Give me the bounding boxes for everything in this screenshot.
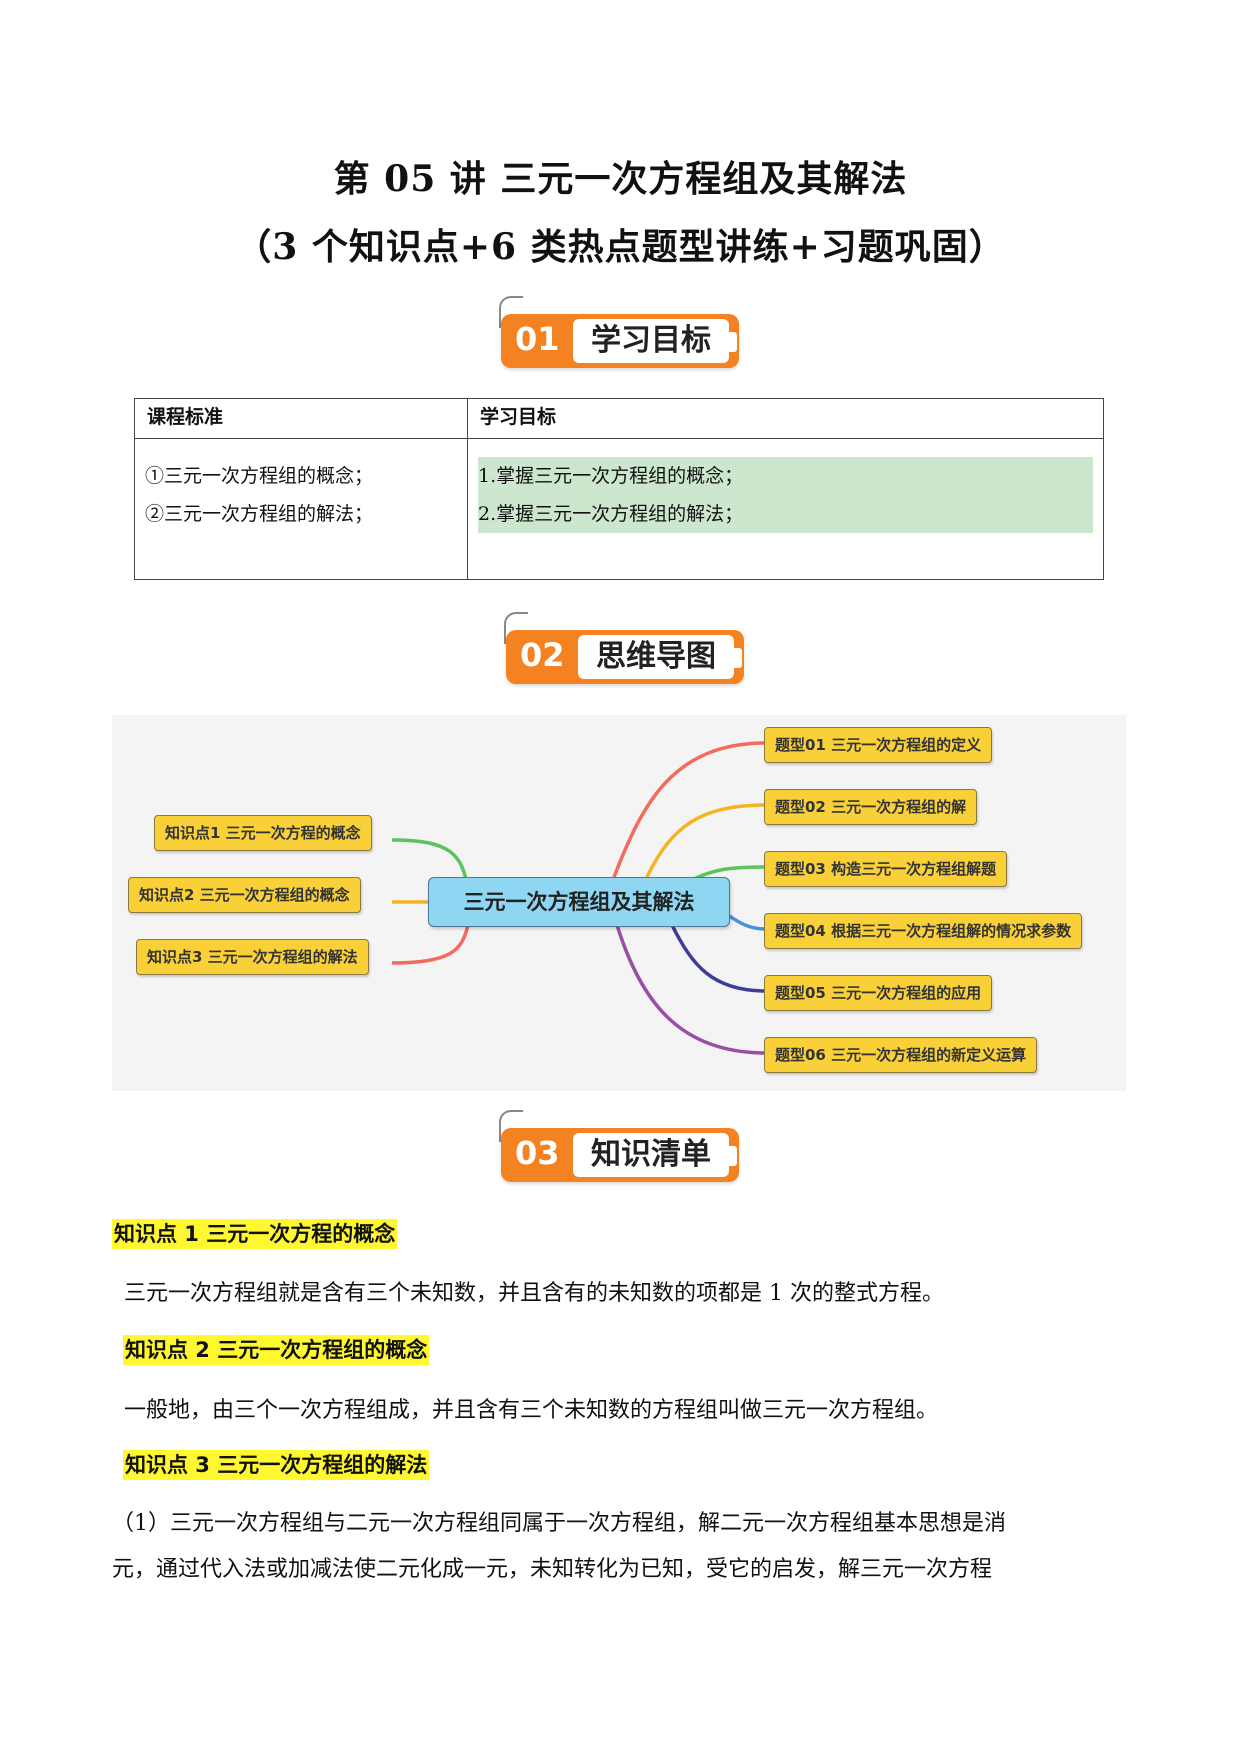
goals-table: 课程标准 学习目标 ①三元一次方程组的概念； ②三元一次方程组的解法； 1.掌握… — [134, 398, 1104, 580]
mindmap-type-05: 题型05 三元一次方程组的应用 — [764, 975, 993, 1011]
section-label: 学习目标 — [573, 319, 729, 363]
mindmap-type-06: 题型06 三元一次方程组的新定义运算 — [764, 1037, 1038, 1073]
section-badge-03: 03 知识清单 — [499, 1110, 749, 1182]
knowledge-text-2: 一般地，由三个一次方程组成，并且含有三个未知数的方程组叫做三元一次方程组。 — [124, 1398, 939, 1423]
section-label: 思维导图 — [578, 635, 734, 679]
section-badge-02: 02 思维导图 — [504, 612, 754, 684]
mindmap-knowledge-2: 知识点2 三元一次方程组的概念 — [128, 877, 361, 913]
knowledge-text-1: 三元一次方程组就是含有三个未知数，并且含有的未知数的项都是 1 次的整式方程。 — [124, 1281, 944, 1306]
mindmap-type-03: 题型03 构造三元一次方程组解题 — [764, 851, 1008, 887]
mindmap-type-04: 题型04 根据三元一次方程组解的情况求参数 — [764, 913, 1083, 949]
section-number: 01 — [515, 320, 560, 358]
mindmap-type-02: 题型02 三元一次方程组的解 — [764, 789, 978, 825]
page-title: 第 05 讲 三元一次方程组及其解法 — [333, 158, 908, 200]
curl-icon — [499, 1110, 523, 1142]
section-label: 知识清单 — [573, 1133, 729, 1177]
mind-map: 知识点1 三元一次方程的概念 知识点2 三元一次方程组的概念 知识点3 三元一次… — [112, 715, 1126, 1091]
knowledge-text-3-line-1: （1）三元一次方程组与二元一次方程组同属于一次方程组，解二元一次方程组基本思想是… — [112, 1511, 1007, 1536]
curl-icon — [504, 612, 528, 644]
table-header-objective: 学习目标 — [467, 398, 1104, 439]
standard-item: ①三元一次方程组的概念； — [145, 465, 374, 487]
knowledge-heading-3: 知识点 3 三元一次方程组的解法 — [123, 1450, 430, 1480]
mindmap-type-01: 题型01 三元一次方程组的定义 — [764, 727, 993, 763]
objectives-cell: 1.掌握三元一次方程组的概念； 2.掌握三元一次方程组的解法； — [467, 438, 1104, 580]
mindmap-knowledge-3: 知识点3 三元一次方程组的解法 — [136, 939, 369, 975]
section-badge-01: 01 学习目标 — [499, 296, 749, 368]
standards-cell: ①三元一次方程组的概念； ②三元一次方程组的解法； — [134, 438, 468, 580]
curl-icon — [499, 296, 523, 328]
knowledge-heading-1: 知识点 1 三元一次方程的概念 — [112, 1219, 398, 1249]
standard-item: ②三元一次方程组的解法； — [145, 503, 374, 525]
section-number: 02 — [520, 636, 565, 674]
objective-item: 2.掌握三元一次方程组的解法； — [478, 495, 1093, 533]
table-header-standard: 课程标准 — [134, 398, 468, 439]
knowledge-heading-2: 知识点 2 三元一次方程组的概念 — [123, 1335, 430, 1365]
mindmap-knowledge-1: 知识点1 三元一次方程的概念 — [154, 815, 372, 851]
knowledge-text-3-line-2: 元，通过代入法或加减法使二元化成一元，未知转化为已知，受它的启发，解三元一次方程 — [112, 1557, 993, 1582]
section-number: 03 — [515, 1134, 560, 1172]
objective-item: 1.掌握三元一次方程组的概念； — [478, 457, 1093, 495]
page-subtitle: （3 个知识点+6 类热点题型讲练+习题巩固） — [235, 226, 1006, 268]
mindmap-root: 三元一次方程组及其解法 — [428, 877, 730, 927]
